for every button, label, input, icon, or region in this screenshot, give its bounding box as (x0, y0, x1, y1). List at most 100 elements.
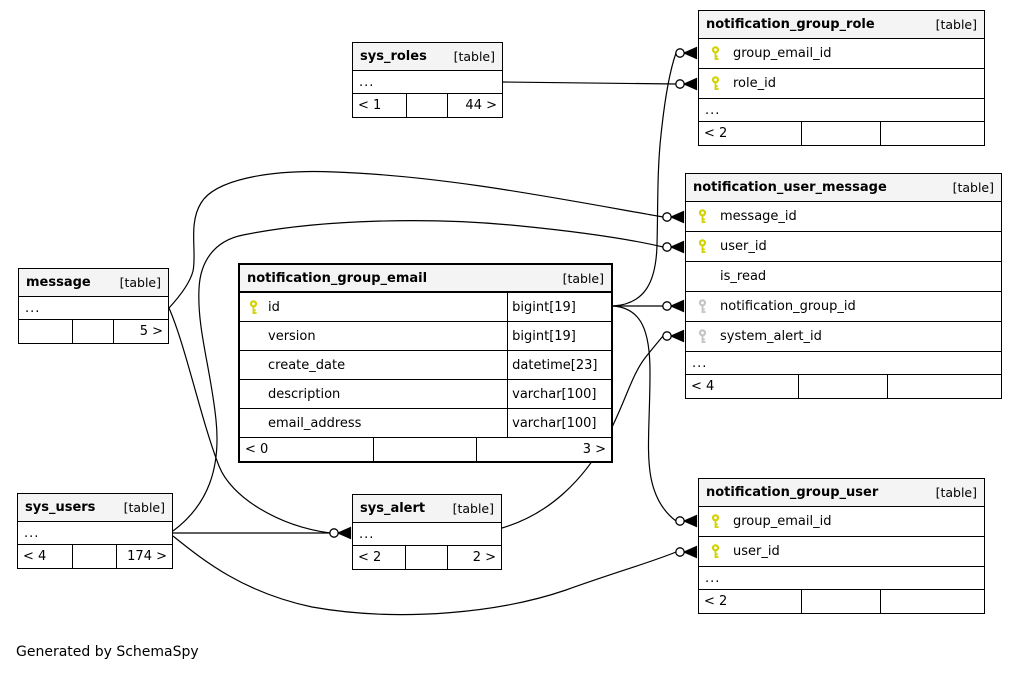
table-header-notification_group_email[interactable]: notification_group_email [table] (240, 265, 611, 293)
table-tag: [table] (562, 270, 604, 286)
column-name: group_email_id (733, 514, 832, 529)
table-header-sys_roles[interactable]: sys_roles [table] (353, 43, 502, 71)
child-count-cell: 5 > (139, 324, 163, 339)
table-footer: < 2 (699, 122, 984, 145)
crowfoot-connector-role_id (675, 77, 698, 91)
table-name[interactable]: notification_group_role (706, 17, 875, 32)
table-header-notification_user_message[interactable]: notification_user_message[table] (686, 174, 1001, 202)
table-header-notification_group_user[interactable]: notification_group_user[table] (699, 479, 984, 507)
primary-key-icon (240, 299, 268, 315)
table-header-notification_group_role[interactable]: notification_group_role[table] (699, 11, 984, 39)
key-glyph (698, 239, 707, 253)
column-type: varchar[100] (507, 380, 611, 408)
column-row-id: id bigint[19] (240, 293, 611, 322)
footer-spacer-cell (802, 122, 882, 145)
key-glyph (711, 544, 720, 558)
key-glyph (698, 209, 707, 223)
column-row-notification_group_id: notification_group_id (686, 292, 1001, 322)
table-header-message[interactable]: message [table] (19, 269, 168, 297)
primary-key-icon (699, 514, 733, 529)
column-type: bigint[19] (507, 293, 611, 321)
column-row-system_alert_id: system_alert_id (686, 322, 1001, 352)
footer-spacer-cell (374, 438, 478, 461)
column-row-user_id: user_id (699, 537, 984, 567)
rel-message-to-message_id (168, 170, 664, 309)
crowfoot-connector-notification_group_id (662, 299, 685, 313)
primary-key-icon (699, 76, 733, 91)
key-glyph (711, 76, 720, 90)
child-count-cell: 44 > (465, 98, 497, 113)
generator-note: Generated by SchemaSpy (16, 644, 199, 660)
column-type: datetime[23] (507, 351, 611, 379)
key-glyph (698, 329, 707, 343)
table-tag: [table] (452, 501, 494, 516)
column-type: bigint[19] (507, 322, 611, 350)
parent-count-cell: < 2 (353, 546, 407, 569)
parent-count-cell: < 1 (353, 94, 407, 117)
child-count-cell: 174 > (127, 549, 167, 564)
parent-count-cell: < 4 (18, 545, 74, 568)
hidden-columns-row: ... (19, 297, 168, 320)
table-name[interactable]: message (26, 275, 91, 290)
table-notification_group_user: notification_group_user[table] group_emai… (698, 478, 985, 614)
footer-spacer-cell (73, 320, 115, 343)
table-footer: < 1 44 > (353, 94, 502, 117)
column-name: id (268, 299, 280, 315)
table-name[interactable]: sys_roles (360, 49, 427, 64)
table-notification_group_email: notification_group_email [table] id bigint[… (238, 263, 613, 463)
hidden-columns-row: ... (699, 567, 984, 590)
table-name[interactable]: notification_group_user (706, 485, 879, 500)
table-name[interactable]: notification_group_email (247, 270, 428, 286)
column-name: is_read (720, 269, 767, 284)
column-name: version (268, 328, 316, 344)
table-notification_user_message: notification_user_message[table] message_… (685, 173, 1002, 399)
crowfoot-connector-user_id-message (662, 240, 685, 254)
footer-spacer-cell (406, 546, 448, 569)
table-footer: < 2 (699, 590, 984, 613)
table-name[interactable]: notification_user_message (693, 180, 887, 195)
hidden-columns-row: ... (353, 523, 501, 546)
footer-spacer-cell (407, 94, 449, 117)
table-name[interactable]: sys_alert (360, 501, 426, 516)
crowfoot-connector-group_email_id-role (675, 46, 698, 60)
parent-count-cell (19, 320, 73, 343)
primary-key-icon (686, 209, 720, 224)
crowfoot-connector-group_email_id-user (675, 514, 698, 528)
table-name[interactable]: sys_users (25, 500, 96, 515)
table-header-sys_users[interactable]: sys_users [table] (18, 494, 172, 522)
crowfoot-connector-sys_alert (329, 526, 352, 540)
table-message: message [table]... 5 > (18, 268, 169, 344)
primary-key-icon (686, 239, 720, 254)
parent-count-cell: < 2 (699, 122, 802, 145)
crowfoot-connector-user_id-group (675, 545, 698, 559)
crowfoot-connector-message_id (662, 210, 685, 224)
column-name: message_id (720, 209, 797, 224)
column-name: user_id (720, 239, 767, 254)
column-name: user_id (733, 544, 780, 559)
footer-spacer-cell (802, 590, 882, 613)
child-count-cell (888, 375, 1001, 398)
footer-spacer-cell (73, 545, 117, 568)
table-footer: 5 > (19, 320, 168, 343)
hidden-columns-row: ... (353, 71, 502, 94)
foreign-key-icon (686, 299, 720, 314)
table-footer: < 4 174 > (18, 545, 172, 568)
column-row-group_email_id: group_email_id (699, 39, 984, 69)
child-count-cell (881, 590, 984, 613)
hidden-columns-row: ... (699, 99, 984, 122)
hidden-columns-row: ... (686, 352, 1001, 375)
table-tag: [table] (119, 275, 161, 290)
table-tag: [table] (453, 49, 495, 64)
key-glyph (711, 46, 720, 60)
table-tag: [table] (123, 500, 165, 515)
table-header-sys_alert[interactable]: sys_alert [table] (353, 495, 501, 523)
column-row-message_id: message_id (686, 202, 1001, 232)
rel-email_id-to-group_email_id-role (612, 52, 677, 307)
hidden-columns-row: ... (18, 522, 172, 545)
column-name: create_date (268, 357, 346, 373)
